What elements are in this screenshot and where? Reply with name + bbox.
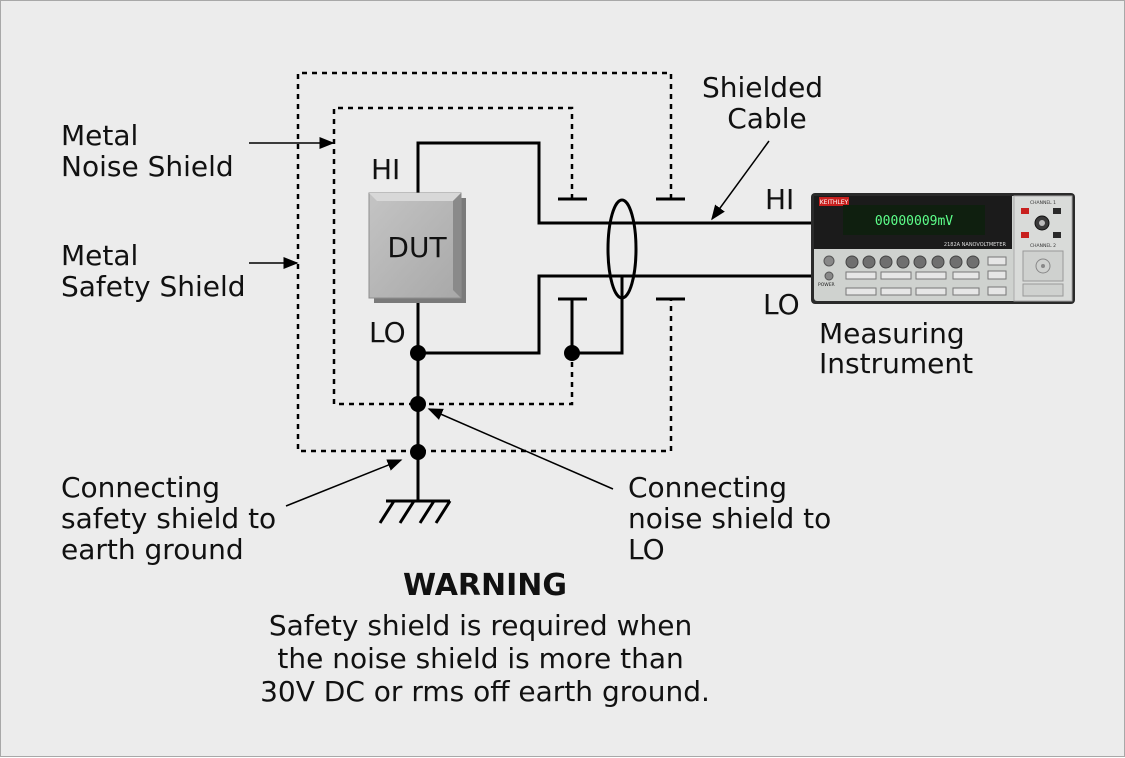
shielded-cable-label: Shielded Cable [702,71,832,135]
warning-title: WARNING [403,568,567,603]
lcd-screen [843,205,985,235]
noise-lo-arrow [427,408,614,490]
ch2-hi-badge [1021,232,1029,238]
channel1-label: CHANNEL 1 [1030,200,1056,206]
brand-badge [819,197,849,206]
safety-shield-outline [296,71,673,453]
noise-shield-lo-link [570,276,624,355]
ch1-hi-badge [1021,208,1029,214]
connecting-noise-label: Connecting noise shield to LO [628,471,840,566]
instrument-hi-label: HI [765,183,794,216]
power-label: POWER [818,282,835,288]
lo-wire [416,274,811,355]
dut-block: DUT [368,192,466,303]
ch2-lo-badge [1053,232,1061,238]
brand-label: KEITHLEY [820,199,849,206]
front-panel-buttons [823,255,1007,296]
shielded-cable-arrow [711,140,770,221]
dut-label: DUT [387,231,447,264]
dut-hi-label: HI [371,153,400,186]
safety-ground-arrow [285,459,403,507]
dut-lo-label: LO [369,316,406,349]
cable-shield-ellipse [606,198,638,300]
hi-wire [416,141,811,225]
ch1-lo-badge [1053,208,1061,214]
channel2-label: CHANNEL 2 [1030,243,1056,249]
junction-dot [410,396,426,412]
junction-dot [410,345,426,361]
metal-noise-shield-label: Metal Noise Shield [61,119,234,183]
connecting-safety-label: Connecting safety shield to earth ground [61,471,285,566]
lcd-reading: 00000009mV [875,214,953,229]
earth-ground-icon [378,499,452,524]
warning-text: Safety shield is required when the noise… [260,609,710,708]
nanovoltmeter-instrument: KEITHLEY 00000009mV 2182A NANOVOLTMETER [811,193,1075,304]
instrument-lo-label: LO [763,288,800,321]
metal-safety-shield-label: Metal Safety Shield [61,239,246,303]
measuring-instrument-label: Measuring Instrument [819,317,974,380]
model-label: 2182A NANOVOLTMETER [944,242,1007,248]
junction-dot [564,345,580,361]
junction-dot [410,444,426,460]
noise-shield-outline [332,106,574,406]
